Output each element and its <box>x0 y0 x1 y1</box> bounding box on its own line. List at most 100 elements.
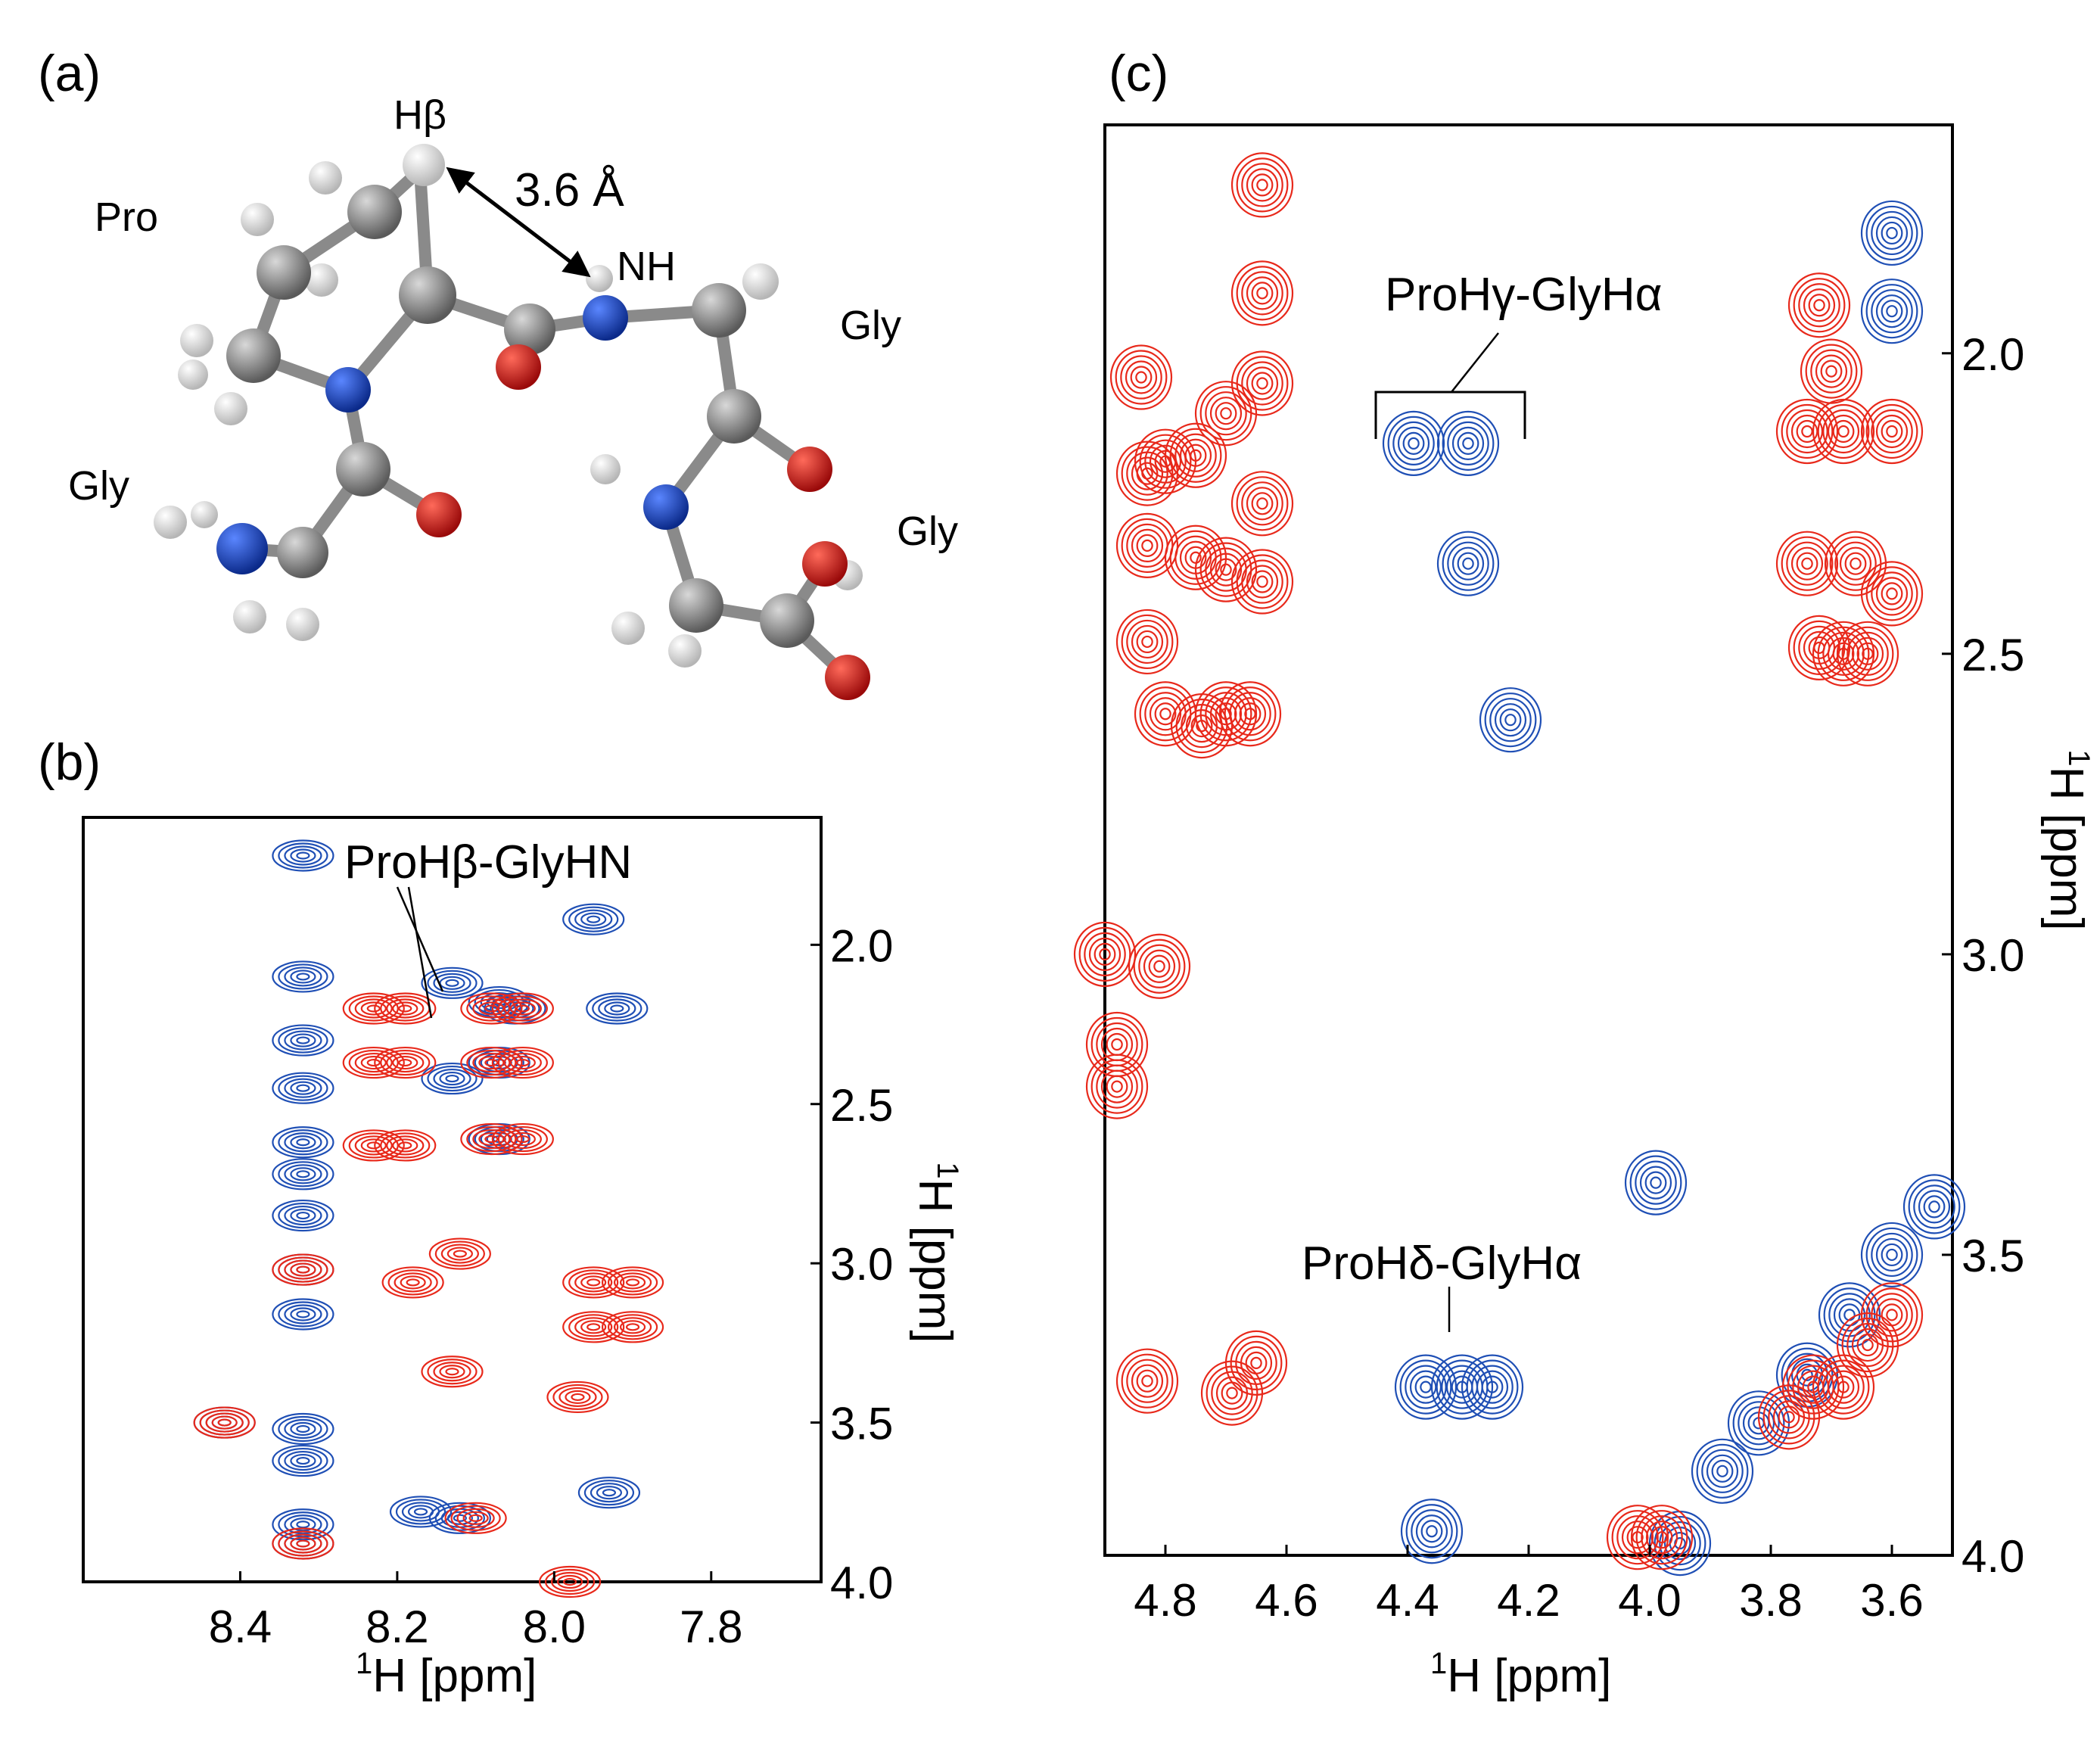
spectrum-b-peaks <box>193 839 664 1598</box>
spectrum-c-red-peak <box>1630 1505 1694 1570</box>
spectrum-c-y-ticks: 2.02.53.03.54.0 <box>1942 329 2024 1582</box>
panel-c-label: (c) <box>1109 45 1168 102</box>
spectrum-b-blue-peak <box>272 1199 334 1232</box>
spectrum-c-blue-peak <box>1860 279 1924 344</box>
spectrum-c-x-tick-label: 4.0 <box>1618 1575 1681 1626</box>
spectrum-c-x-axis-title: 1H [ppm] <box>1430 1647 1611 1702</box>
spectrum-c-red-peak <box>1164 524 1227 590</box>
spectrum-c-y-tick-label: 3.0 <box>1962 930 2024 981</box>
spectrum-b-red-peak <box>546 1380 609 1414</box>
spectrum-b-blue-peak <box>272 1412 334 1446</box>
spectrum-c-red-peak <box>1085 1011 1149 1078</box>
spectrum-b-red-peak <box>601 1311 664 1343</box>
spectrum-c-red-peak <box>1860 398 1924 465</box>
spectrum-b-frame <box>82 816 823 1583</box>
spectrum-c-x-tick-label: 4.8 <box>1134 1575 1196 1626</box>
spectrum-b-red-peak <box>601 1266 664 1299</box>
spectrum-c-red-peak <box>1115 512 1179 578</box>
spectrum-c-red-peak <box>1230 350 1294 416</box>
spectrum-b-blue-peak <box>421 966 484 999</box>
spectrum-b-blue-peak <box>272 1024 334 1057</box>
hbeta-label: Hβ <box>394 92 446 138</box>
spectrum-b-red-peak <box>272 1253 334 1286</box>
spectrum-b-red-peak <box>342 1129 405 1162</box>
distance-arrow <box>446 167 591 278</box>
spectrum-c-red-peak <box>1824 531 1887 596</box>
annotation-b: ProHβ-GlyHN <box>344 836 632 889</box>
spectrum-c-red-peak <box>1134 681 1197 747</box>
spectrum-b-blue-peak <box>272 960 334 993</box>
spectrum-c-red-peak <box>1860 1282 1924 1348</box>
annotation-b-leader-2 <box>396 886 444 992</box>
spectrum-b-red-peak <box>374 1046 437 1079</box>
spectrum-c-blue-peak <box>1860 1222 1924 1288</box>
residue-gly-right-label: Gly <box>897 509 958 554</box>
spectrum-b-x-tick-label: 8.2 <box>366 1601 428 1652</box>
spectrum-b-blue-peak <box>421 1062 484 1095</box>
spectrum-c-red-peak <box>1606 1505 1669 1570</box>
spectrum-c-y-tick-label: 2.5 <box>1962 630 2024 680</box>
spectrum-c-blue-peak <box>1902 1174 1966 1240</box>
spectrum-c-x-tick-label: 4.6 <box>1255 1575 1318 1626</box>
spectrum-c-red-peak <box>1775 398 1839 465</box>
spectrum-b-x-tick-label: 8.0 <box>523 1601 586 1652</box>
spectrum-c-red-peak <box>1787 615 1851 680</box>
annotation-c-bracket <box>1374 391 1526 439</box>
spectrum-c-blue-peak <box>1691 1438 1754 1504</box>
spectrum-b-y-axis-title: 1H [ppm] <box>909 1162 964 1343</box>
spectrum-b-red-peak <box>193 1406 256 1439</box>
spectrum-b-red-peak <box>460 1122 523 1156</box>
spectrum-b-red-peak <box>421 1356 484 1388</box>
spectrum-c-red-peak <box>1230 152 1294 218</box>
spectrum-c-peaks <box>1073 152 1966 1577</box>
panel-a-label: (a) <box>38 45 101 102</box>
distance-label: 3.6 Å <box>515 164 624 216</box>
spectrum-c-y-tick-label: 3.5 <box>1962 1231 2024 1281</box>
spectrum-c-red-peak <box>1073 921 1137 987</box>
spectrum-b-red-peak <box>562 1311 625 1343</box>
annotation-b-leader-1 <box>407 886 433 1019</box>
spectrum-b-blue-peak <box>272 839 334 872</box>
spectrum-b-x-tick-label: 7.8 <box>680 1601 742 1652</box>
hbeta-atom <box>403 144 445 186</box>
spectrum-c-blue-peak <box>1436 410 1500 476</box>
spectrum-b-red-peak <box>381 1266 444 1299</box>
nh-label: NH <box>617 244 676 289</box>
spectrum-c-red-peak <box>1787 272 1851 338</box>
spectrum-b-blue-peak <box>562 903 625 935</box>
spectrum-c-x-tick-label: 4.4 <box>1376 1575 1439 1626</box>
spectrum-c-blue-peak <box>1860 200 1924 266</box>
spectrum-b-blue-peak <box>272 1126 334 1159</box>
spectrum-b-red-peak <box>374 1129 437 1162</box>
spectrum-c-red-peak <box>1812 1354 1875 1420</box>
spectrum-b-blue-peak <box>272 1158 334 1191</box>
spectrum-b-blue-peak <box>272 1508 334 1541</box>
spectrum-c-red-peak <box>1115 609 1179 675</box>
spectrum-c-blue-peak <box>1382 410 1445 476</box>
spectrum-b-red-peak <box>374 992 437 1025</box>
spectrum-b-red-peak <box>444 1502 507 1534</box>
spectrum-b-blue-peak <box>272 1072 334 1104</box>
spectrum-b-y-ticks: 2.02.53.03.54.0 <box>810 920 893 1608</box>
spectrum-c-red-peak <box>1800 338 1863 404</box>
residue-pro-label: Pro <box>95 195 158 240</box>
spectrum-b-red-peak <box>460 992 523 1025</box>
spectrum-c-blue-peak <box>1479 687 1542 753</box>
spectrum-b-blue-peak <box>272 1298 334 1331</box>
spectrum-c-blue-peak <box>1400 1499 1464 1564</box>
nitrogen-atoms <box>216 295 689 574</box>
spectrum-c-red-peak <box>1115 440 1179 506</box>
spectrum-c-x-tick-label: 3.6 <box>1860 1575 1923 1626</box>
nh-hydrogen <box>586 265 613 292</box>
spectrum-c-red-peak <box>1109 344 1173 410</box>
spectrum-b-red-peak <box>342 992 405 1025</box>
spectrum-c-x-tick-label: 4.2 <box>1497 1575 1560 1626</box>
spectrum-b-blue-peak <box>577 1477 641 1509</box>
spectrum-c-red-peak <box>1115 1348 1179 1414</box>
spectrum-b-red-peak <box>460 1046 523 1079</box>
residue-gly-left-label: Gly <box>68 463 129 509</box>
